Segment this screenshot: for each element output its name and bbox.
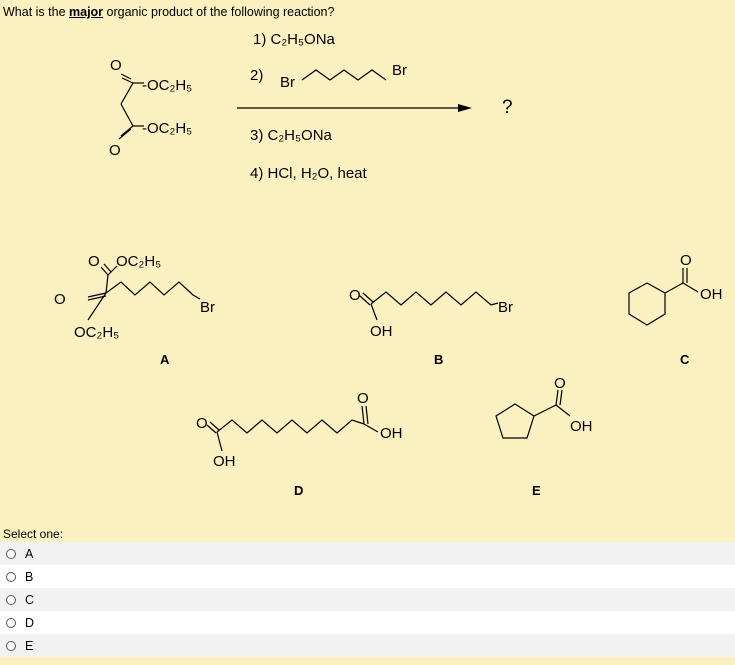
- option-b-label: B: [25, 569, 34, 584]
- radio-button-icon[interactable]: [6, 617, 16, 628]
- choice-d-carbonyl-o2: O: [357, 390, 369, 407]
- option-a-label: A: [25, 546, 34, 561]
- option-d-label: D: [25, 615, 35, 630]
- reactant-carbonyl-o1: O: [110, 57, 122, 74]
- reactant-ester-group1: -OC₂H₅: [142, 77, 192, 94]
- option-e-label: E: [25, 638, 34, 653]
- radio-button-icon[interactable]: [6, 640, 16, 651]
- reagent-step3: 3) C₂H₅ONa: [250, 127, 333, 144]
- reaction-arrowhead: [458, 104, 472, 112]
- reagent-step2-br-right: Br: [392, 62, 407, 79]
- option-d[interactable]: D: [0, 611, 735, 634]
- reactant-carbonyl-o2: O: [109, 142, 121, 159]
- option-b[interactable]: B: [0, 565, 735, 588]
- reactant-ester-group2: -OC₂H₅: [142, 120, 192, 137]
- reagent-step4: 4) HCl, H₂O, heat: [250, 165, 368, 182]
- choice-b-bromine: Br: [498, 299, 513, 316]
- choice-a-ester-group2: OC₂H₅: [74, 324, 119, 341]
- choice-b-label: B: [434, 352, 443, 367]
- radio-button-icon[interactable]: [6, 548, 16, 559]
- choice-a-carbonyl-o1: O: [88, 253, 100, 270]
- question-prefix: What is the: [3, 5, 69, 19]
- choice-d-hydroxyl1: OH: [213, 453, 236, 470]
- reaction-figure: O -OC₂H₅ -OC₂H₅ O 1) C₂H₅ONa 2) Br Br 3)…: [54, 31, 723, 498]
- question-text: What is the major organic product of the…: [3, 5, 334, 19]
- radio-button-icon[interactable]: [6, 571, 16, 582]
- choice-d-label: D: [294, 483, 303, 498]
- option-e[interactable]: E: [0, 634, 735, 657]
- choice-e-hydroxyl: OH: [570, 418, 593, 435]
- choice-d-carbonyl-o1: O: [196, 415, 208, 432]
- select-one-label: Select one:: [3, 527, 64, 541]
- question-emphasis: major: [69, 5, 104, 19]
- choice-b-carbonyl-o: O: [349, 287, 361, 304]
- choice-c-label: C: [680, 352, 690, 367]
- product-unknown: ?: [502, 97, 513, 118]
- reagent-step1: 1) C₂H₅ONa: [253, 31, 336, 48]
- option-c-label: C: [25, 592, 35, 607]
- choice-a-label: A: [160, 352, 170, 367]
- option-a[interactable]: A: [0, 542, 735, 565]
- reagent-step2-br-left: Br: [280, 74, 295, 91]
- choice-a-carbonyl-o2: O: [54, 291, 66, 308]
- radio-button-icon[interactable]: [6, 594, 16, 605]
- reagent-step2-number: 2): [250, 67, 263, 84]
- choice-d-hydroxyl2: OH: [380, 425, 403, 442]
- choice-a-bromine: Br: [200, 299, 215, 316]
- choice-c-carbonyl-o: O: [680, 252, 692, 269]
- choice-e-label: E: [532, 483, 541, 498]
- choice-a-ester-group1: OC₂H₅: [116, 253, 161, 270]
- answer-options: A B C D E: [0, 542, 735, 657]
- option-c[interactable]: C: [0, 588, 735, 611]
- choice-b-hydroxyl: OH: [370, 323, 393, 340]
- choice-e-carbonyl-o: O: [554, 375, 566, 392]
- choice-c-hydroxyl: OH: [700, 286, 723, 303]
- question-suffix: organic product of the following reactio…: [103, 5, 335, 19]
